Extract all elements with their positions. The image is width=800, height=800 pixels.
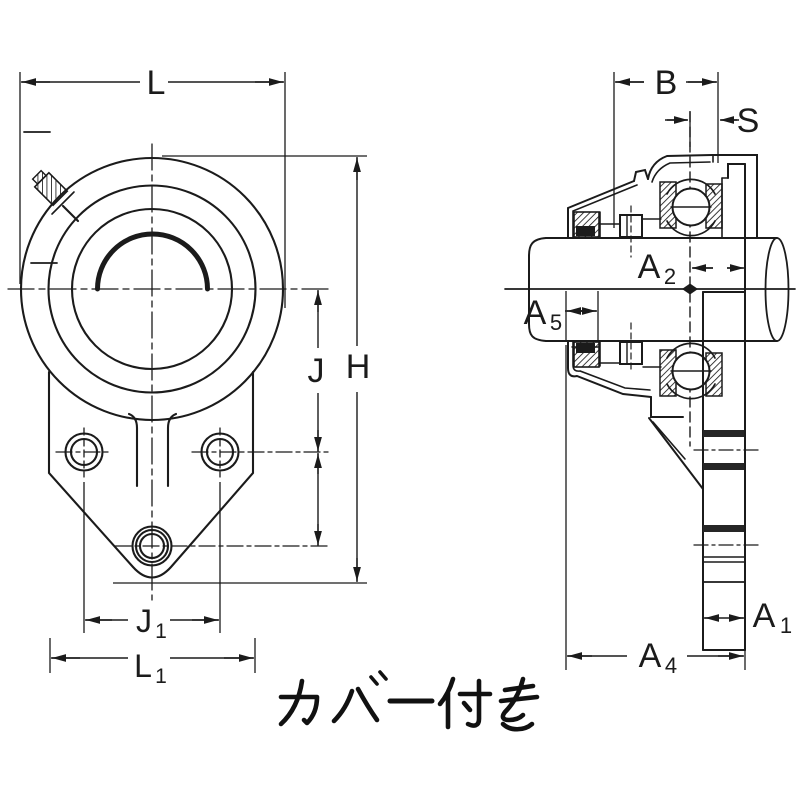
dimension-label-L1: L <box>134 648 152 684</box>
dimension-label-A5-sub: 5 <box>550 310 562 335</box>
dimension-label-A4-sub: 4 <box>665 653 677 678</box>
dimension-labels: L H J J 1 L 1 B S A 2 A 5 A 1 A 4 <box>134 64 792 688</box>
bolt-hole-upper-right <box>191 427 331 478</box>
dimension-label-H: H <box>346 348 371 386</box>
dim-L <box>19 72 286 308</box>
dimension-label-J: J <box>308 352 325 390</box>
flange-outline <box>47 370 255 579</box>
dimension-label-A1-sub: 1 <box>780 613 792 638</box>
dimension-label-A5: A <box>524 294 547 332</box>
shaft-bore-arc <box>95 231 210 292</box>
bolt-section-band <box>703 430 744 437</box>
rib-right-line <box>166 412 178 488</box>
dimension-label-L: L <box>147 64 166 102</box>
dimension-label-A2: A <box>638 248 661 286</box>
dim-H <box>113 155 367 584</box>
dimension-label-A1: A <box>753 597 776 635</box>
dim-J1 <box>83 482 221 633</box>
cover-face-circle <box>70 207 234 371</box>
bolt-hole-upper-left <box>55 427 113 478</box>
dimension-label-A4: A <box>639 637 662 675</box>
dimension-label-J1-sub: 1 <box>155 620 167 643</box>
dim-S <box>665 111 739 147</box>
front-view-drawing <box>7 131 333 601</box>
lower-bearing-section <box>567 322 723 490</box>
dim-A5 <box>565 291 599 340</box>
dim-A4 <box>565 345 746 670</box>
dimension-label-S: S <box>737 102 760 140</box>
cover-rim-circle <box>47 184 257 394</box>
dimension-label-B: B <box>655 64 678 102</box>
dimension-label-L1-sub: 1 <box>155 665 167 688</box>
center-mark-diamond <box>682 283 698 295</box>
housing-outer-circle <box>19 156 285 422</box>
caption-glyphs <box>278 670 540 732</box>
dimensions <box>19 72 746 673</box>
dim-B <box>613 72 719 228</box>
flange-plate <box>693 163 759 651</box>
bolt-section-band <box>703 463 744 470</box>
side-view-drawing <box>504 111 796 651</box>
bolt-hole-lower <box>114 525 331 567</box>
upper-bearing-section <box>567 154 758 258</box>
rib-left-line <box>127 412 139 488</box>
dim-L1 <box>49 638 256 673</box>
grease-fitting <box>31 169 80 223</box>
bolt-section-band <box>703 525 744 532</box>
dimension-label-J1: J <box>136 603 152 639</box>
dimension-label-A2-sub: 2 <box>664 264 676 289</box>
